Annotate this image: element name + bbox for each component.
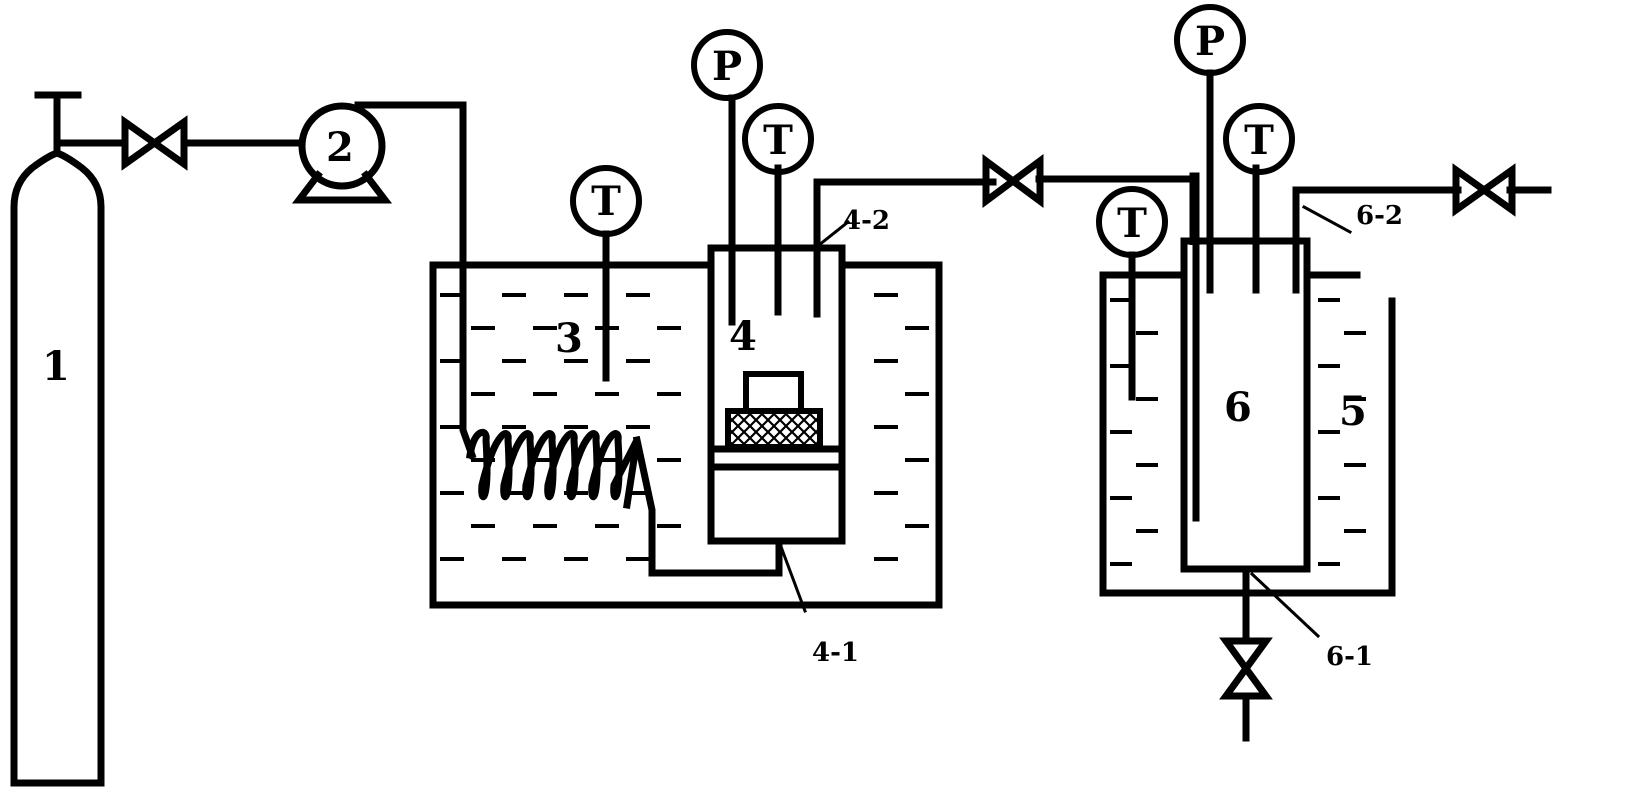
reactor-pressure-gauge-icon: P <box>691 29 763 101</box>
separator-pressure-gauge-icon: P <box>1174 4 1246 76</box>
reactor-temperature-gauge-letter: T <box>763 117 793 164</box>
reactor-pressure-gauge-letter: P <box>712 43 742 90</box>
cooling-liquid-dashes <box>1110 298 1366 566</box>
separator-temperature-gauge-letter: T <box>1244 117 1274 164</box>
reactor-outlet-label: 4-2 <box>843 206 890 236</box>
inlet-valve-icon <box>121 115 188 171</box>
reactor-callouts: 4-2 4-1 <box>778 206 890 668</box>
gas-cylinder: 1 <box>10 91 105 787</box>
reactor-thermometer-icon: T <box>742 103 814 175</box>
pump-icon: 2 <box>291 102 393 204</box>
bath-liquid-dashes <box>440 293 929 561</box>
reactor-inlet-label: 4-1 <box>812 638 859 668</box>
cooling-temperature-gauge-letter: T <box>1117 200 1147 247</box>
separator-thermometer-icon: T <box>1223 103 1295 175</box>
separator-outlet-bottom-label: 6-1 <box>1326 642 1373 672</box>
separator-pressure-gauge-letter: P <box>1195 18 1225 65</box>
separator-label: 6 <box>1224 384 1252 431</box>
heating-bath: 3 <box>429 261 943 609</box>
pump-to-bath-line <box>354 101 477 460</box>
transfer-valve-icon <box>982 154 1044 208</box>
bath-thermometer-icon: T <box>570 165 642 382</box>
bath-temperature-gauge-letter: T <box>591 178 621 225</box>
separator-callouts: 6-2 6-1 <box>1249 201 1403 672</box>
bath-label: 3 <box>555 315 583 362</box>
drain-valve-icon <box>1219 637 1273 700</box>
cooling-thermometer-icon: T <box>1096 186 1168 401</box>
separator-probes <box>1206 69 1552 294</box>
separator-outlet-top-label: 6-2 <box>1356 201 1403 231</box>
separator-interior-fill <box>1188 245 1303 565</box>
heating-coil-icon <box>466 428 783 577</box>
reactor-probes <box>728 94 997 326</box>
pump-label: 2 <box>326 124 354 171</box>
separator-vessel: 6 <box>1180 172 1311 573</box>
outlet-valve-icon <box>1452 163 1516 217</box>
cylinder-label: 1 <box>42 343 70 390</box>
transfer-line <box>1035 172 1197 522</box>
catalyst-bed <box>725 408 823 450</box>
cooling-bath-label: 5 <box>1339 388 1367 435</box>
